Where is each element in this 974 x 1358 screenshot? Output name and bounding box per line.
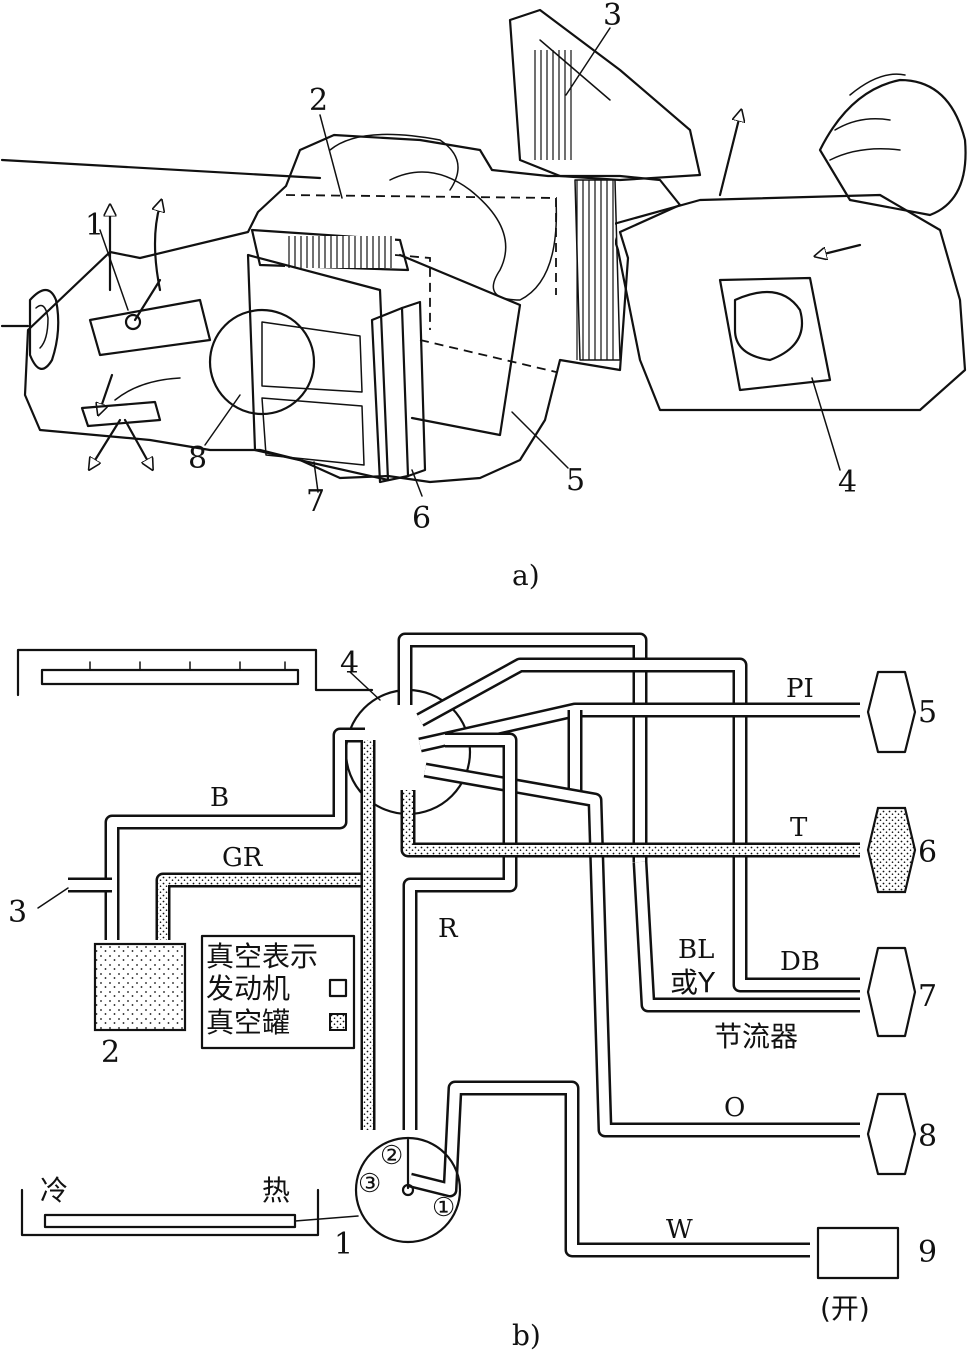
actuator-5: [866, 670, 917, 754]
fig-a-label-5: 5: [566, 463, 585, 498]
control-valve-1: [354, 1136, 462, 1244]
line-label-b: B: [210, 783, 229, 813]
line-label-t: T: [790, 813, 808, 843]
fig-b-label-9: 9: [918, 1235, 937, 1270]
fig-a-label-7: 7: [306, 484, 325, 519]
legend-box: [200, 934, 356, 1050]
valve-port-2: ②: [380, 1141, 403, 1171]
fig-b-label-4: 4: [340, 646, 359, 681]
fig-a-label-3: 3: [603, 0, 622, 33]
control-lever-top: [16, 648, 374, 697]
slider-cold-label: 冷: [40, 1174, 68, 1207]
line-label-or-y: 或Y: [670, 966, 716, 999]
vacuum-switch-9: [816, 1226, 900, 1280]
line-label-pi: PI: [786, 674, 814, 704]
caption-a: a): [512, 559, 540, 592]
fig-b-label-3: 3: [8, 895, 27, 930]
fig-a-label-6: 6: [412, 501, 431, 536]
fig-a-label-1: 1: [85, 208, 104, 243]
actuator-8: [866, 1092, 917, 1176]
valve-port-3: ③: [358, 1169, 381, 1199]
fig-b-label-1: 1: [334, 1227, 353, 1262]
switch-open-label: (开): [820, 1292, 870, 1325]
hvac-assembly-drawing: [0, 8, 967, 497]
restrictor-label: 节流器: [714, 1020, 798, 1053]
fig-b-label-5: 5: [918, 695, 937, 730]
vacuum-tubes: [68, 632, 860, 1258]
line-label-o: O: [724, 1093, 745, 1123]
vacuum-tank-2: [93, 942, 187, 1032]
legend-tank: 真空罐: [206, 1006, 290, 1039]
caption-b: b): [512, 1319, 541, 1352]
line-label-gr: GR: [222, 843, 264, 873]
slider-hot-label: 热: [262, 1174, 290, 1207]
actuator-7: [866, 946, 917, 1038]
legend-title: 真空表示: [206, 940, 318, 973]
fig-a-label-2: 2: [309, 83, 328, 118]
fig-b-label-7: 7: [918, 979, 937, 1014]
legend-engine: 发动机: [206, 972, 290, 1005]
line-label-r: R: [438, 914, 459, 944]
actuator-6: [866, 806, 917, 894]
line-label-bl: BL: [678, 935, 714, 965]
fig-a-label-4: 4: [838, 465, 857, 500]
valve-port-1: ①: [432, 1193, 455, 1223]
fig-a-label-8: 8: [188, 441, 207, 476]
fig-b-label-2: 2: [101, 1035, 120, 1070]
line-label-w: W: [666, 1215, 693, 1245]
fig-b-label-8: 8: [918, 1119, 937, 1154]
line-label-db: DB: [780, 947, 820, 977]
fig-b-label-6: 6: [918, 835, 937, 870]
